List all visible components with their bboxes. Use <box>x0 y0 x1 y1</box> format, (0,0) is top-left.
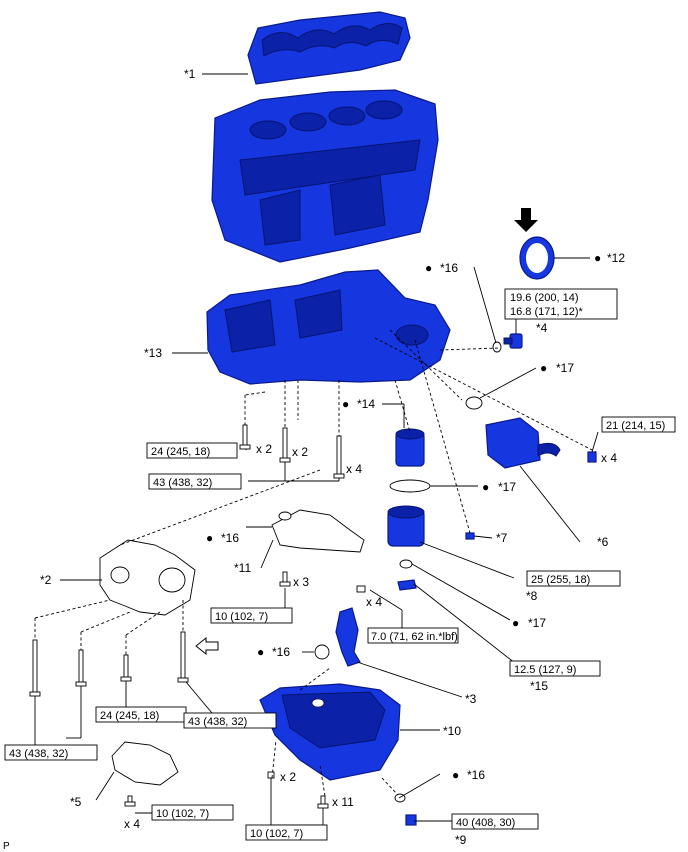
callout-10: *10 <box>443 724 461 738</box>
callout-17c: *17 <box>528 616 546 630</box>
bullet-16b: ● <box>206 531 213 545</box>
callout-17a: *17 <box>556 361 574 375</box>
svg-text:12.5 (127, 9): 12.5 (127, 9) <box>514 664 576 676</box>
part-17-oring-a <box>465 396 483 410</box>
torque-box-7: 7.0 (71, 62 in.*lbf) <box>367 627 459 644</box>
torque-box-25: 25 (255, 18) <box>526 570 621 587</box>
part-15-drain-plug <box>397 579 417 591</box>
bullet-16a: ● <box>425 261 432 275</box>
torque-box-43b: 43 (438, 32) <box>183 712 277 729</box>
bolts <box>29 424 366 809</box>
callout-8: *8 <box>526 589 538 603</box>
svg-text:10 (102, 7): 10 (102, 7) <box>215 611 268 623</box>
part-10-oil-pan <box>259 683 401 781</box>
qty-strainer-bolt: x 4 <box>366 595 382 609</box>
torque-box-10c: 10 (102, 7) <box>245 824 328 841</box>
callout-3: *3 <box>465 692 477 706</box>
callout-6: *6 <box>597 535 609 549</box>
bullet-12: ● <box>594 251 601 265</box>
callout-4: *4 <box>536 321 548 335</box>
svg-text:10 (102, 7): 10 (102, 7) <box>250 828 303 840</box>
part-14-filter-union <box>395 428 425 467</box>
svg-text:19.6 (200, 14): 19.6 (200, 14) <box>510 292 579 304</box>
callout-1: *1 <box>184 67 196 81</box>
torque-box-40: 40 (408, 30) <box>451 813 539 830</box>
part-7-plug <box>465 532 475 540</box>
torque-box-21: 21 (214, 15) <box>601 416 676 433</box>
bullet-17c: ● <box>512 616 519 630</box>
callout-7: *7 <box>496 531 508 545</box>
part-4-union <box>503 333 523 349</box>
qty-pan-nut: x 2 <box>280 770 296 784</box>
cooler-bolt <box>587 451 597 463</box>
torque-box-24a: 24 (245, 18) <box>146 442 238 459</box>
callout-11: *11 <box>234 561 251 575</box>
callout-15: *15 <box>530 679 548 693</box>
svg-text:10 (102, 7): 10 (102, 7) <box>156 808 209 820</box>
part-17-oring-c <box>399 559 413 569</box>
qty-pan-bolt: x 11 <box>332 795 354 809</box>
qty-cooler-bolt: x 4 <box>601 451 617 465</box>
torque-box-4: 19.6 (200, 14) 16.8 (171, 12)* <box>504 288 618 320</box>
callout-12: *12 <box>607 251 625 265</box>
qty-bolt-43a: x 2 <box>292 445 308 459</box>
alignment-lines <box>34 329 597 797</box>
callout-16a: *16 <box>440 261 458 275</box>
qty-baffle-bolt: x 3 <box>293 575 309 589</box>
svg-text:16.8 (171, 12)*: 16.8 (171, 12)* <box>510 306 583 318</box>
callout-14: *14 <box>357 397 375 411</box>
arrow-left-icon <box>195 636 219 656</box>
qty-bolt-24a: x 2 <box>256 442 272 456</box>
part-9-drain-plug <box>405 814 417 826</box>
arrow-down-icon <box>514 208 538 232</box>
torque-box-10b: 10 (102, 7) <box>151 804 234 821</box>
part-3-strainer <box>335 607 361 667</box>
callout-13: *13 <box>144 346 162 360</box>
part-8-filter-cap <box>387 505 425 547</box>
svg-text:43 (438, 32): 43 (438, 32) <box>188 716 247 728</box>
torque-box-43c: 43 (438, 32) <box>4 744 98 761</box>
part-16-oring-c <box>314 644 330 660</box>
callout-9: *9 <box>455 833 467 847</box>
bullet-16d: ● <box>452 768 459 782</box>
svg-text:40 (408, 30): 40 (408, 30) <box>456 817 515 829</box>
part-1-jacket-spacer <box>247 11 411 85</box>
qty-plate-bolt: x 4 <box>124 817 140 831</box>
svg-text:43 (438, 32): 43 (438, 32) <box>9 748 68 760</box>
svg-text:7.0 (71, 62 in.*lbf): 7.0 (71, 62 in.*lbf) <box>371 631 458 643</box>
cylinder-block <box>211 89 439 263</box>
callout-2: *2 <box>40 573 52 587</box>
part-13-lower-block <box>206 269 451 385</box>
part-5-plate <box>111 741 179 786</box>
svg-text:43 (438, 32): 43 (438, 32) <box>153 477 212 489</box>
part-16-oring-a <box>492 341 502 353</box>
part-2-oil-pump <box>99 539 196 616</box>
callout-17b: *17 <box>498 480 516 494</box>
part-11-baffle <box>271 509 365 553</box>
svg-text:24 (245, 18): 24 (245, 18) <box>100 710 159 722</box>
torque-box-24b: 24 (245, 18) <box>95 706 187 723</box>
svg-text:21 (214, 15): 21 (214, 15) <box>606 420 665 432</box>
callout-16d: *16 <box>467 768 485 782</box>
torque-box-43a: 43 (438, 32) <box>148 473 242 490</box>
bullet-17b: ● <box>482 480 489 494</box>
part-12-seal <box>514 208 555 280</box>
part-6-oil-cooler <box>485 417 561 469</box>
svg-text:25 (255, 18): 25 (255, 18) <box>531 574 590 586</box>
callout-16b: *16 <box>221 531 239 545</box>
svg-text:24 (245, 18): 24 (245, 18) <box>151 446 210 458</box>
callout-5: *5 <box>70 795 82 809</box>
part-16-oring-b <box>278 511 292 521</box>
leader-lines <box>34 73 599 826</box>
qty-bolt-43b: x 4 <box>346 462 362 476</box>
bullet-14: ● <box>342 397 349 411</box>
bullet-17a: ● <box>540 361 547 375</box>
corner-mark: P <box>3 841 10 852</box>
callout-16c: *16 <box>272 645 290 659</box>
bullet-16c: ● <box>257 645 264 659</box>
torque-box-12-5: 12.5 (127, 9) <box>509 660 601 677</box>
part-17-oring-b <box>389 479 431 493</box>
torque-box-10a: 10 (102, 7) <box>210 607 293 624</box>
